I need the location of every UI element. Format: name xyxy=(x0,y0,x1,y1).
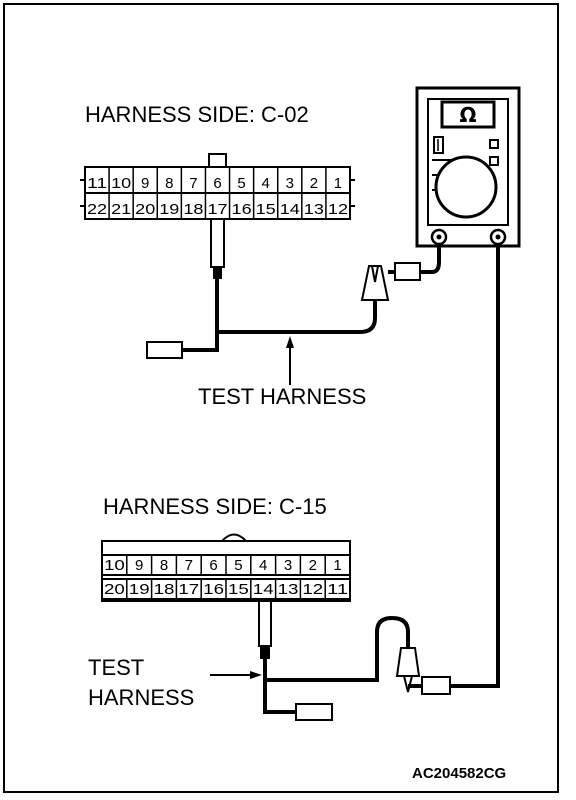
c15-pin-13: 13 xyxy=(278,581,299,598)
c02-pin-6: 6 xyxy=(213,175,221,192)
clip-lower xyxy=(395,647,421,677)
c15-lock-tab xyxy=(221,533,247,542)
c15-pin-15: 15 xyxy=(228,581,249,598)
c02-pin-13: 13 xyxy=(304,201,324,218)
probe-upper xyxy=(210,218,225,268)
c15-title: HARNESS SIDE: C-15 xyxy=(103,494,327,519)
test-harness-label-lower-line2: HARNESS xyxy=(88,685,195,710)
meter-dial xyxy=(434,155,498,219)
c02-pin-19: 19 xyxy=(159,201,179,218)
c02-pin-18: 18 xyxy=(183,201,203,218)
c15-pin-12: 12 xyxy=(302,581,323,598)
test-harness-label-lower-line1: TEST xyxy=(88,655,145,680)
figure-frame xyxy=(3,3,559,793)
c02-pin-12: 12 xyxy=(328,201,348,218)
probe-lower-boot xyxy=(260,646,270,659)
c02-pin-15: 15 xyxy=(256,201,276,218)
upper-test-harness xyxy=(146,218,441,385)
probe-lower xyxy=(258,600,272,647)
c02-pin-3: 3 xyxy=(286,175,294,192)
probe-upper-boot xyxy=(213,267,222,279)
c02-pin-21: 21 xyxy=(111,201,131,218)
c02-pin-5: 5 xyxy=(237,175,245,192)
figure-code: AC204582CG xyxy=(412,765,507,782)
c15-pin-4: 4 xyxy=(259,557,267,574)
ohmmeter-icon: Ω xyxy=(415,86,521,248)
c02-pin-7: 7 xyxy=(189,175,197,192)
c02-pin-8: 8 xyxy=(165,175,173,192)
upper-lead-plug xyxy=(394,262,421,281)
c15-pin-8: 8 xyxy=(160,557,168,574)
c15-pin-2: 2 xyxy=(309,557,317,574)
c02-pin-17: 17 xyxy=(207,201,227,218)
c15-pin-18: 18 xyxy=(154,581,175,598)
c02-pin-14: 14 xyxy=(280,201,300,218)
c15-pin-16: 16 xyxy=(203,581,224,598)
c02-pin-11: 11 xyxy=(87,175,107,192)
c15-pin-14: 14 xyxy=(253,581,274,598)
lower-test-harness xyxy=(210,244,500,721)
c15-pin-6: 6 xyxy=(209,557,217,574)
upper-harness-terminal xyxy=(146,341,183,359)
c15-pin-20: 20 xyxy=(104,581,125,598)
c15-pin-1: 1 xyxy=(333,557,341,574)
c15-pin-9: 9 xyxy=(135,557,143,574)
c02-pin-10: 10 xyxy=(111,175,131,192)
c02-pin-2: 2 xyxy=(310,175,318,192)
c02-pin-1: 1 xyxy=(334,175,342,192)
c15-pin-7: 7 xyxy=(185,557,193,574)
clip-upper xyxy=(360,265,390,301)
c02-pin-9: 9 xyxy=(141,175,149,192)
c15-pin-5: 5 xyxy=(234,557,242,574)
c15-pin-10: 10 xyxy=(104,557,125,574)
c02-pin-16: 16 xyxy=(232,201,252,218)
test-harness-label-upper: TEST HARNESS xyxy=(198,384,367,409)
c15-pin-3: 3 xyxy=(284,557,292,574)
c15-pin-11: 11 xyxy=(327,581,348,598)
c02-title: HARNESS SIDE: C-02 xyxy=(85,102,309,127)
ohm-symbol: Ω xyxy=(459,103,476,127)
c15-pin-19: 19 xyxy=(129,581,150,598)
c15-pin-17: 17 xyxy=(178,581,199,598)
lower-harness-terminal xyxy=(295,703,333,721)
c02-pin-4: 4 xyxy=(262,175,270,192)
c02-lock-tab xyxy=(208,153,227,168)
lower-lead-plug xyxy=(421,676,451,695)
c02-pin-22: 22 xyxy=(87,201,107,218)
c02-pin-20: 20 xyxy=(135,201,155,218)
